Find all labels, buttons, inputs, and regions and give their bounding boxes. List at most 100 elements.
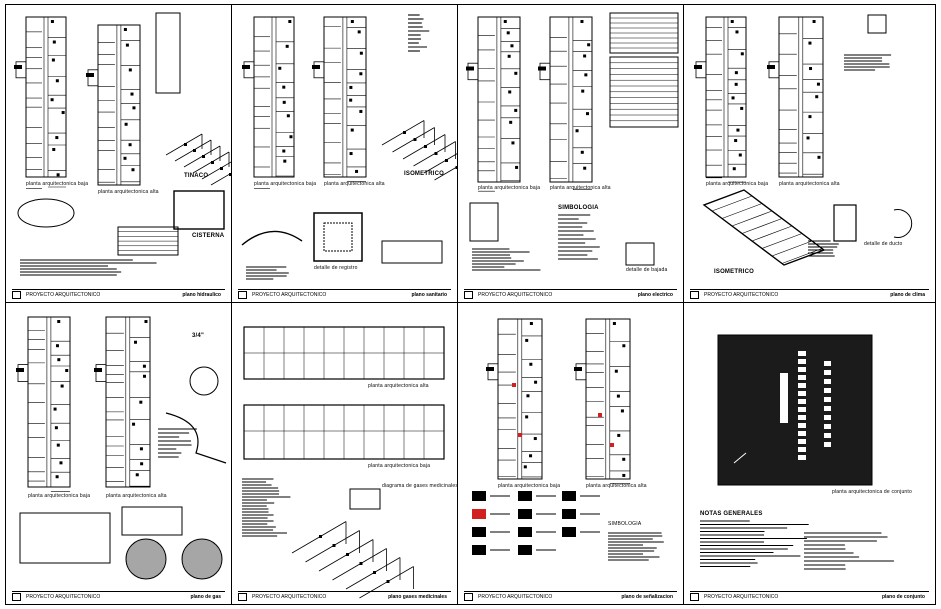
general-notes — [700, 520, 809, 568]
sheet-title: plano de clima — [890, 292, 925, 298]
equipment-elevation — [19, 512, 111, 564]
gas-line-detail — [165, 412, 227, 464]
plan-label: planta arquitectonica baja — [706, 181, 769, 187]
title-block: PROYECTO ARQUITECTONICO plano electrico — [464, 289, 677, 300]
floor-plan-ground — [242, 16, 295, 189]
title-block: PROYECTO ARQUITECTONICO plano de señaliza… — [464, 591, 677, 602]
sheet-title: plano hidraulico — [182, 292, 221, 298]
sheet-title: plano sanitario — [411, 292, 447, 298]
sheet-title: plano de conjunto — [881, 594, 925, 600]
sheet-title: plano gases medicinales — [388, 594, 447, 600]
drawing-canvas — [241, 14, 457, 280]
section-label: CISTERNA — [192, 233, 225, 239]
floor-plan-upper — [574, 318, 631, 484]
grounding-detail — [625, 242, 655, 266]
title-block-text: PROYECTO ARQUITECTONICO — [252, 292, 327, 298]
trench-detail — [125, 538, 167, 580]
logo-icon — [464, 593, 473, 601]
diffuser-detail — [833, 204, 857, 242]
signage-marker — [610, 443, 614, 447]
logo-icon — [464, 291, 473, 299]
tank-elevation — [17, 198, 75, 228]
title-block: PROYECTO ARQUITECTONICO plano de clima — [690, 289, 929, 300]
plan-label: planta arquitectonica alta — [779, 181, 840, 187]
section-label: TINACO — [184, 173, 209, 179]
logo-icon — [690, 291, 699, 299]
sheet-hvac[interactable]: planta arquitectonica baja planta arquite… — [683, 4, 936, 303]
fan-detail — [893, 209, 913, 238]
sheet-signage[interactable]: planta arquitectonica baja planta arquite… — [457, 302, 684, 605]
title-block-text: PROYECTO ARQUITECTONICO — [478, 292, 553, 298]
title-block-text: PROYECTO ARQUITECTONICO — [252, 594, 327, 600]
title-block: PROYECTO ARQUITECTONICO plano gases medic… — [238, 591, 451, 602]
drawing-canvas — [466, 12, 679, 271]
title-block-text: PROYECTO ARQUITECTONICO — [478, 594, 553, 600]
floor-plan-ground — [694, 16, 747, 183]
section-label: detalle de ducto — [864, 241, 903, 247]
notes-block — [608, 532, 664, 561]
title-block: PROYECTO ARQUITECTONICO plano sanitario — [238, 289, 451, 300]
section-label: detalle de bajada — [626, 267, 668, 273]
plan-label: planta arquitectonica baja — [28, 493, 91, 499]
unit-detail — [867, 14, 887, 34]
logo-icon — [690, 593, 699, 601]
drawing-canvas — [700, 334, 894, 570]
title-block: PROYECTO ARQUITECTONICO plano hidraulico — [12, 289, 225, 300]
signage-marker — [598, 413, 602, 417]
floor-plan-upper — [86, 24, 141, 186]
floor-plan-ground — [16, 316, 71, 492]
plan-label: planta arquitectonica alta — [98, 189, 159, 195]
plan-label: planta arquitectonica alta — [324, 181, 385, 187]
pipe-section — [121, 506, 183, 536]
plan-label: planta arquitectonica alta — [106, 493, 167, 499]
logo-icon — [238, 291, 247, 299]
title-block: PROYECTO ARQUITECTONICO plano de gas — [12, 591, 225, 602]
plan-label: planta arquitectonica baja — [498, 483, 561, 489]
trench-detail — [241, 230, 303, 246]
sheet-hydraulic[interactable]: planta arquitectonica baja planta arquite… — [5, 4, 232, 303]
section-label: SIMBOLOGIA — [558, 205, 599, 211]
title-block-text: PROYECTO ARQUITECTONICO — [26, 594, 101, 600]
section-label: ISOMETRICO — [714, 269, 755, 275]
manifold-detail — [349, 488, 381, 510]
sheet-gas[interactable]: planta arquitectonica baja planta arquite… — [5, 302, 232, 605]
section-label: detalle de registro — [314, 265, 358, 271]
notes-block — [158, 428, 197, 458]
logo-icon — [12, 291, 21, 299]
medical-gas-isometric — [291, 521, 414, 599]
floor-plan-upper — [94, 316, 151, 488]
logo-icon — [238, 593, 247, 601]
elevation-block — [155, 12, 181, 94]
plan-label: planta arquitectonica alta — [586, 483, 647, 489]
meter-detail — [189, 366, 219, 396]
floor-plan-ground — [14, 16, 67, 189]
sheet-title: plano de señalizacion — [621, 594, 673, 600]
title-block-text: PROYECTO ARQUITECTONICO — [26, 292, 101, 298]
title-block-text: PROYECTO ARQUITECTONICO — [704, 292, 779, 298]
signage-marker — [518, 433, 522, 437]
plan-label: planta arquitectonica baja — [26, 181, 89, 187]
section-label: diagrama de gases medicinales — [382, 483, 458, 489]
drawing-canvas — [242, 326, 445, 599]
drawing-canvas — [472, 318, 664, 561]
floor-plan-upper — [312, 16, 367, 182]
notes-block — [246, 266, 289, 280]
drawing-canvas — [14, 12, 231, 276]
section-label: ISOMETRICO — [404, 171, 445, 177]
notes-block — [20, 259, 157, 276]
floor-plan-upper — [243, 326, 445, 380]
panel-detail — [469, 202, 499, 242]
pipe-size-label: 3/4" — [192, 333, 204, 339]
plan-label: planta arquitectonica alta — [550, 185, 611, 191]
notes-block — [242, 478, 291, 537]
legend-block — [408, 14, 430, 52]
sheet-title: plano de gas — [190, 594, 221, 600]
floor-plan-upper — [767, 16, 824, 178]
notes-block — [472, 248, 541, 271]
sheet-title: plano electrico — [637, 292, 673, 298]
